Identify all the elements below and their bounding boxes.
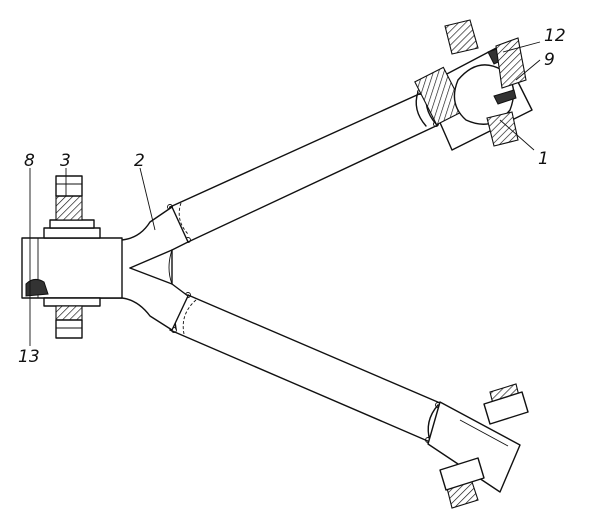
fork-body xyxy=(97,206,189,331)
label-13: 13 xyxy=(18,347,40,367)
label-2: 2 xyxy=(134,151,145,171)
label-12: 12 xyxy=(544,26,566,46)
label-9: 9 xyxy=(544,50,555,70)
upper-right-head xyxy=(414,19,535,151)
label-8: 8 xyxy=(24,151,35,171)
label-1: 1 xyxy=(538,149,549,169)
label-3: 3 xyxy=(60,151,71,171)
lower-rod xyxy=(169,292,441,443)
left-bearing-housing xyxy=(21,175,123,339)
leader-lines xyxy=(29,41,541,346)
upper-rod xyxy=(166,89,439,243)
lower-right-head xyxy=(427,383,529,509)
reference-labels: 8 3 2 13 12 9 1 xyxy=(18,26,566,367)
